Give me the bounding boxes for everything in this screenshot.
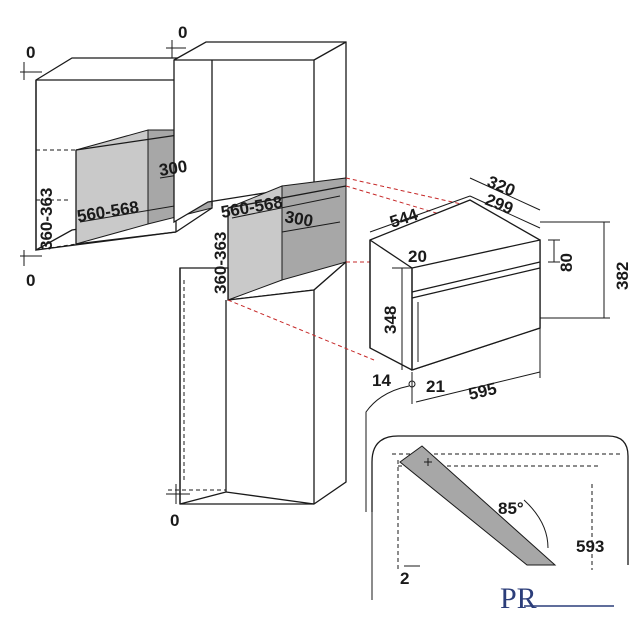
angle-arc — [523, 499, 549, 549]
tall-cabinet-lower — [179, 260, 347, 505]
oven-detail-marker — [408, 380, 416, 388]
projection-line — [227, 299, 375, 361]
logo-text: PR — [500, 582, 537, 615]
left-niche-height-label: 360-363 — [37, 188, 56, 250]
oven — [365, 177, 610, 512]
door-open-depth-label: 593 — [576, 537, 604, 556]
oven-height-total-label: 382 — [613, 262, 632, 290]
left-niche-edge — [75, 231, 177, 245]
oven-width-label: 595 — [467, 379, 499, 404]
top-left-gap-label: 0 — [26, 43, 35, 62]
oven-bottom-right-label: 21 — [426, 377, 445, 396]
tall-cabinet-edge — [313, 41, 347, 61]
bottom-left-gap-label: 0 — [26, 271, 35, 290]
detail-leader — [365, 385, 410, 512]
center-niche-height-label: 360-363 — [211, 232, 230, 294]
bottom-tall-gap-label: 0 — [170, 511, 179, 530]
oven-panel-height-label: 80 — [557, 253, 576, 272]
door-angle-label: 85° — [498, 499, 524, 518]
left-cabinet-edge — [175, 207, 213, 233]
tall-niche-width-arrow — [231, 195, 341, 219]
oven-edge — [369, 239, 413, 269]
projection-line — [345, 177, 471, 207]
left-niche-depth-label: 300 — [158, 157, 189, 180]
tall-niche-edge — [227, 185, 347, 209]
detail-frame — [371, 435, 629, 565]
tall-cabinet-edge — [225, 491, 315, 505]
oven-width-dim — [415, 371, 541, 403]
oven-panel-line — [411, 267, 541, 299]
oven-door-bar — [399, 445, 557, 566]
oven-top-offset-label: 20 — [408, 247, 427, 266]
top-center-gap-label: 0 — [178, 23, 187, 42]
door-gap-label: 2 — [400, 569, 409, 588]
oven-height-body-label: 348 — [381, 306, 400, 334]
tall-cabinet — [166, 40, 347, 505]
oven-depth-dim — [369, 195, 471, 233]
oven-bottom-left-label: 14 — [372, 371, 391, 390]
brand-logo: PR — [500, 582, 614, 615]
oven-depth-dim — [469, 177, 541, 211]
oven-depth-dim — [469, 195, 541, 229]
oven-panel-line — [411, 261, 541, 293]
tall-cabinet-edge — [179, 491, 227, 505]
tall-niche-back — [281, 177, 347, 281]
tall-niche-depth-arrow — [281, 221, 341, 233]
center-niche-depth-label: 300 — [283, 207, 314, 231]
detail-inset — [371, 435, 629, 600]
left-niche-floor — [75, 129, 149, 245]
